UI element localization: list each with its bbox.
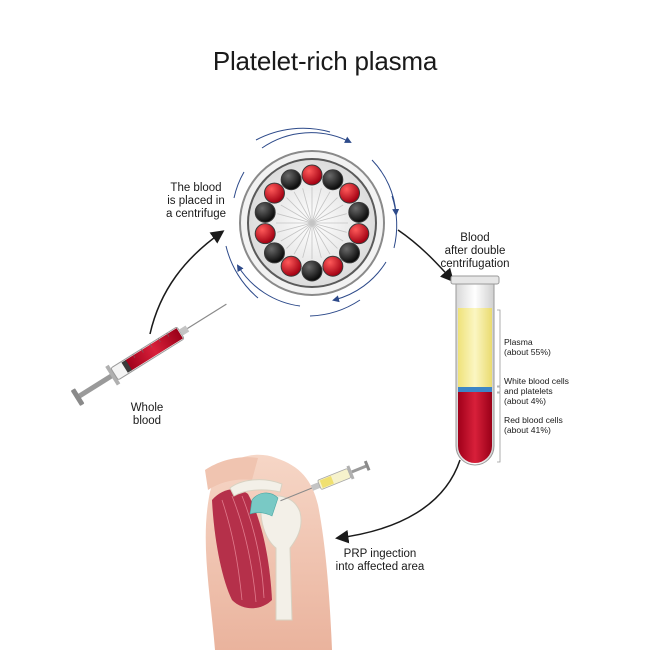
- rotor-spokes: [276, 187, 348, 259]
- label-plasma-line-1: Plasma: [504, 337, 533, 347]
- label-centrifuge-line-1: The blood: [170, 182, 222, 194]
- label-buffy-layer: White blood cells and platelets (about 4…: [504, 376, 569, 406]
- black-sample-tube: [322, 169, 344, 191]
- red-sample-tube: [322, 255, 344, 277]
- red-sample-tube: [348, 223, 370, 245]
- centrifuge: [225, 127, 400, 317]
- label-red-line-1: Red blood cells: [504, 415, 563, 425]
- syringe-whole-blood: [71, 303, 227, 406]
- black-sample-tube: [263, 242, 285, 264]
- buffy-coat-layer: [458, 387, 492, 392]
- red-sample-tube: [263, 182, 285, 204]
- black-sample-tube: [254, 201, 276, 223]
- label-injection: PRP ingection into affected area: [328, 548, 432, 574]
- label-buffy-line-1: White blood cells: [504, 376, 569, 386]
- sample-tubes: [254, 164, 370, 282]
- black-sample-tube: [280, 169, 302, 191]
- rotator-cuff-tendon: [249, 492, 279, 517]
- label-double-centrifugation-line-2: after double: [444, 245, 506, 257]
- shoulder-illustration: [205, 454, 371, 650]
- layer-brackets: [497, 309, 501, 463]
- label-whole-blood-line-2: blood: [132, 415, 162, 427]
- red-sample-tube: [339, 182, 361, 204]
- label-red-line-2: (about 41%): [504, 425, 551, 435]
- label-red-layer: Red blood cells (about 41%): [504, 415, 563, 435]
- label-injection-line-1: PRP ingection: [343, 548, 417, 560]
- label-double-centrifugation-line-1: Blood: [460, 232, 490, 244]
- red-sample-tube: [280, 255, 302, 277]
- label-plasma-line-2: (about 55%): [504, 347, 551, 357]
- rotation-arrows: [225, 127, 400, 317]
- label-centrifuge-line-2: is placed in: [167, 195, 225, 207]
- label-double-centrifugation: Blood after double centrifugation: [432, 232, 518, 271]
- red-sample-tube: [301, 164, 323, 186]
- label-whole-blood-line-1: Whole: [130, 402, 164, 414]
- label-double-centrifugation-line-3: centrifugation: [440, 258, 510, 270]
- black-sample-tube: [339, 242, 361, 264]
- injection-syringe: [280, 460, 371, 502]
- arrow-centrifuge-to-tube: [397, 229, 454, 283]
- red-cell-layer: [458, 392, 492, 463]
- label-buffy-line-2: and platelets: [504, 386, 553, 396]
- page-title: Platelet-rich plasma: [212, 46, 438, 76]
- label-injection-line-2: into affected area: [335, 561, 425, 573]
- red-sample-tube: [254, 223, 276, 245]
- arrow-syringe-to-centrifuge: [149, 230, 225, 335]
- deltoid-muscle: [212, 489, 272, 609]
- label-centrifuge-line-3: a centrifuge: [165, 208, 227, 220]
- black-sample-tube: [301, 260, 323, 282]
- label-whole-blood: Whole blood: [122, 402, 172, 428]
- label-centrifuge: The blood is placed in a centrifuge: [156, 182, 236, 221]
- plasma-layer: [458, 308, 492, 388]
- arrow-tube-to-shoulder: [335, 459, 461, 544]
- black-sample-tube: [348, 201, 370, 223]
- label-plasma-layer: Plasma (about 55%): [504, 337, 551, 357]
- label-buffy-line-3: (about 4%): [504, 396, 547, 406]
- test-tube: [450, 275, 501, 466]
